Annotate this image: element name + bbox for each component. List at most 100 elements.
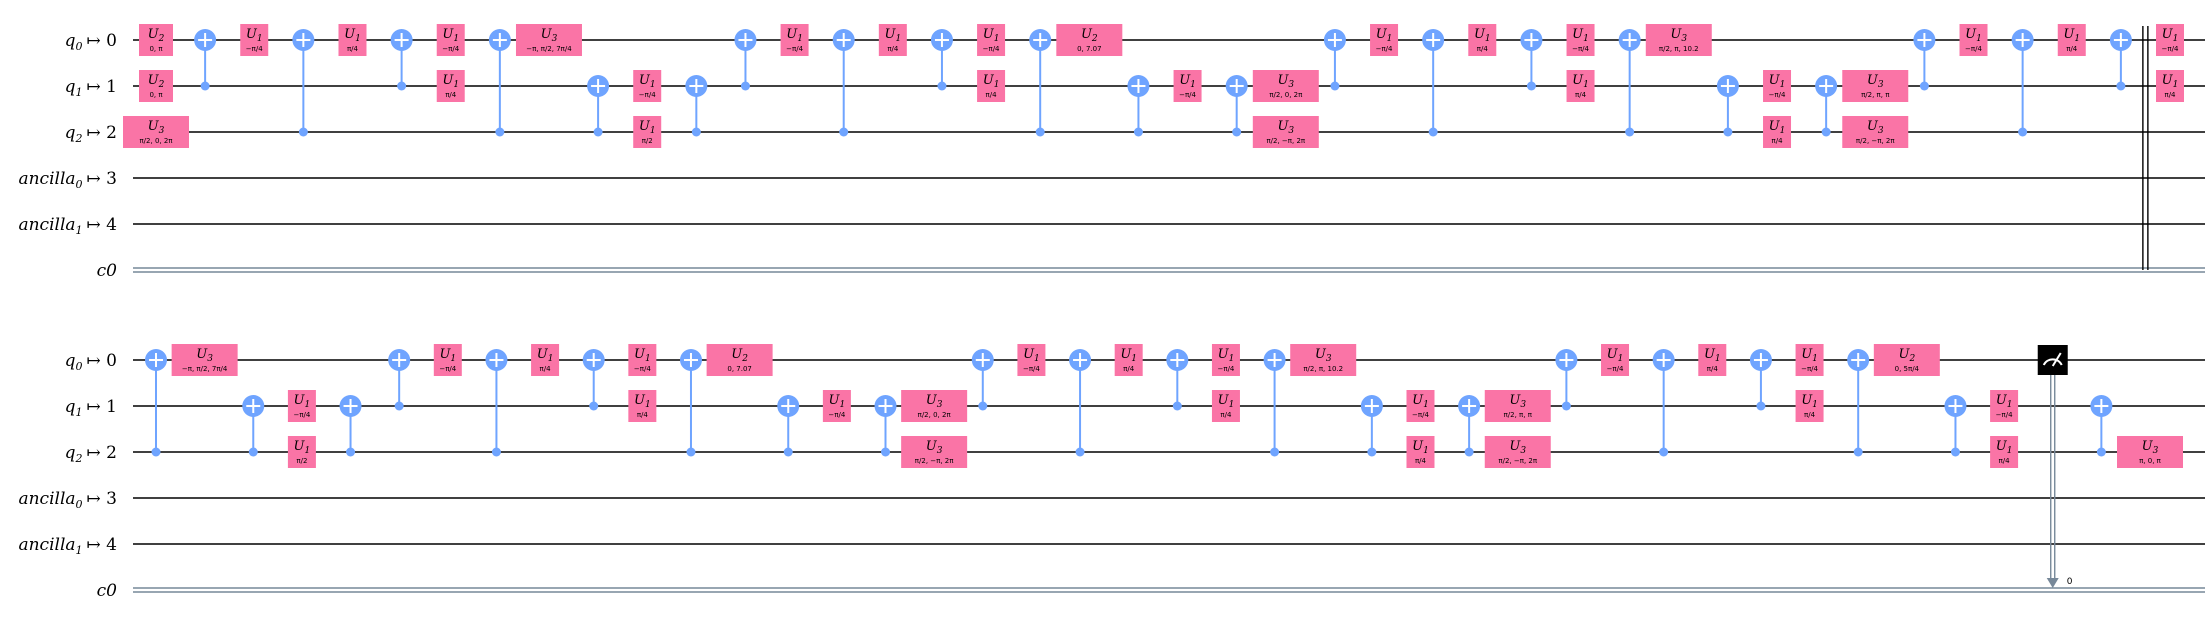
cnot-control-dot: [1367, 447, 1377, 457]
cnot-control-dot: [248, 447, 258, 457]
unitary-gate: U3π/2, 0, 2π: [1252, 70, 1319, 102]
unitary-gate: U1π/4: [2057, 24, 2086, 56]
gate-label: U1: [983, 27, 1000, 44]
unitary-gate: U20, π: [139, 24, 173, 56]
unitary-gate: U1π/4: [1698, 344, 1727, 376]
gate-label: U1: [1376, 27, 1393, 44]
gate-label: U1: [1769, 73, 1786, 90]
gate-box: [977, 24, 1006, 56]
gate-box: [1017, 344, 1046, 376]
gate-subscript: 1: [645, 400, 651, 410]
gate-name: U: [148, 73, 160, 88]
cnot-control-dot: [2018, 127, 2028, 137]
gate-label: U1: [1572, 27, 1589, 44]
gate-name: U: [926, 393, 938, 408]
unitary-gate: U1−π/4: [1763, 70, 1792, 102]
gate-box: [433, 344, 462, 376]
unitary-gate: U1−π/4: [436, 24, 465, 56]
gate-name: U: [1996, 439, 2008, 454]
gate-box: [1842, 70, 1909, 102]
gate-params: −π/4: [828, 411, 845, 419]
wire-label: ancilla0↦ 3: [18, 169, 117, 191]
cnot-control-dot: [783, 447, 793, 457]
unitary-gate: U1π/4: [1114, 344, 1143, 376]
gate-subscript: 1: [895, 34, 901, 44]
cnot-gate: [1263, 349, 1286, 457]
cnot-gate: [777, 395, 800, 457]
gate-subscript: 1: [1485, 34, 1491, 44]
gate-name: U: [1965, 27, 1977, 42]
gate-params: π/4: [347, 45, 359, 53]
unitary-gate: U1π/4: [1406, 436, 1435, 468]
gate-params: −π/4: [246, 45, 263, 53]
cnot-control-dot: [1232, 127, 1242, 137]
gate-name: U: [537, 347, 549, 362]
gate-label: U1: [639, 73, 656, 90]
gate-params: π/4: [637, 411, 649, 419]
gate-subscript: 2: [741, 354, 748, 364]
unitary-gate: U1π/4: [1468, 24, 1497, 56]
wire-label-mapping: ↦ 4: [87, 535, 117, 555]
cnot-gate: [734, 29, 757, 91]
gate-subscript: 1: [1583, 80, 1589, 90]
cnot-control-dot: [397, 81, 407, 91]
cnot-gate: [1166, 349, 1189, 411]
unitary-gate: U20, π: [139, 70, 173, 102]
gate-label: U1: [1996, 439, 2013, 456]
cnot-control-dot: [978, 401, 988, 411]
wire-label-index: 1: [76, 406, 83, 419]
gate-box: [901, 390, 968, 422]
gate-params: π, 0, π: [2139, 457, 2162, 465]
unitary-gate: U3π/2, 0, 2π: [901, 390, 968, 422]
gate-subscript: 1: [1229, 354, 1235, 364]
cnot-control-dot: [1821, 127, 1831, 137]
gate-subscript: 1: [994, 80, 1000, 90]
gate-params: π/4: [1772, 137, 1784, 145]
gate-subscript: 3: [159, 126, 165, 136]
gate-box: [1484, 436, 1551, 468]
cnot-gate: [292, 29, 315, 137]
gate-params: π/2, 0, 2π: [139, 137, 173, 145]
gate-params: −π/4: [1412, 411, 1429, 419]
gate-box: [1645, 24, 1712, 56]
gate-box: [287, 390, 316, 422]
gate-box: [1566, 70, 1595, 102]
gate-box: [1211, 344, 1240, 376]
gate-box: [706, 344, 773, 376]
gate-subscript: 1: [1715, 354, 1721, 364]
gate-name: U: [1120, 347, 1132, 362]
wire-label-index: 1: [76, 86, 83, 99]
gate-name: U: [1179, 73, 1191, 88]
cnot-gate: [679, 349, 702, 457]
cnot-gate: [2109, 29, 2132, 91]
gate-subscript: 1: [1618, 354, 1624, 364]
gate-label: U1: [1996, 393, 2013, 410]
unitary-gate: U3π/2, π, π: [1842, 70, 1909, 102]
gate-name: U: [442, 27, 454, 42]
gate-subscript: 1: [1423, 446, 1429, 456]
gate-subscript: 1: [1034, 354, 1040, 364]
wire-label-mapping: ↦ 2: [87, 123, 117, 143]
unitary-gate: U1−π/4: [1959, 24, 1988, 56]
gate-box: [171, 344, 238, 376]
cnot-gate: [1716, 75, 1739, 137]
cnot-control-dot: [1526, 81, 1536, 91]
unitary-gate: U1π/4: [1566, 70, 1595, 102]
gate-name: U: [148, 27, 160, 42]
gate-label: U1: [442, 27, 459, 44]
gate-params: 0, 5π/4: [1895, 365, 1920, 373]
meter-needle-icon: [2051, 352, 2062, 367]
gate-label: U1: [537, 347, 554, 364]
gate-name: U: [1081, 27, 1093, 42]
gate-label: U2: [148, 27, 165, 44]
gate-name: U: [442, 73, 454, 88]
gate-label: U1: [1801, 347, 1818, 364]
gate-params: −π/4: [1996, 411, 2013, 419]
wire-label: ancilla0↦ 3: [18, 489, 117, 511]
gate-label: U1: [884, 27, 901, 44]
gate-label: U1: [1704, 347, 1721, 364]
gate-params: −π/4: [1572, 45, 1589, 53]
gate-name: U: [294, 439, 306, 454]
unitary-gate: U3π/2, −π, 2π: [1252, 116, 1319, 148]
gate-subscript: 3: [1288, 80, 1294, 90]
